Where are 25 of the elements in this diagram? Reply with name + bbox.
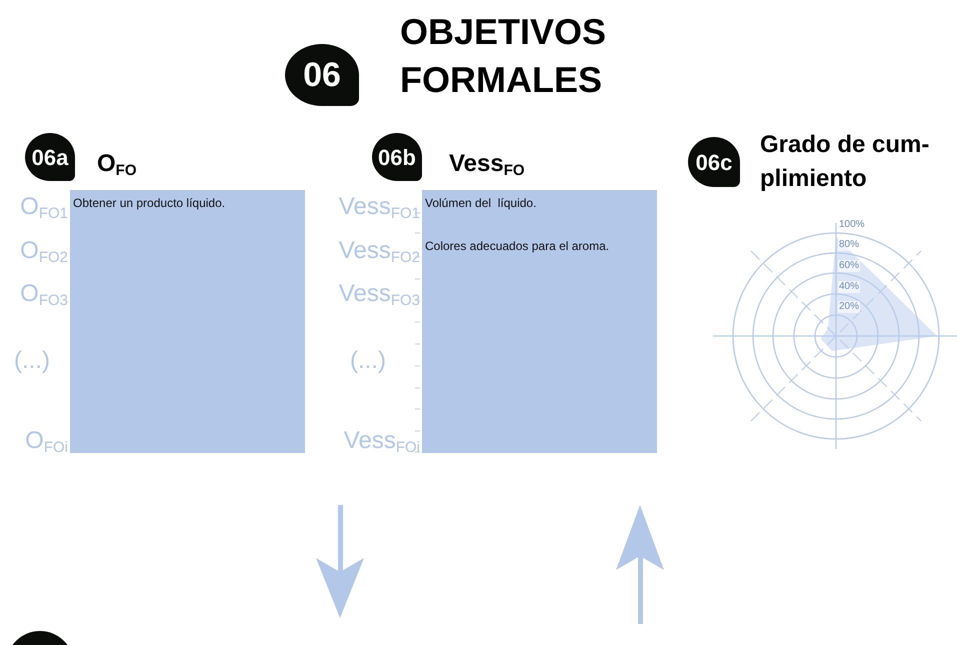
row-label: (...) [14, 346, 50, 376]
objective-text: Obtener un producto líquido. [73, 196, 226, 210]
row-label: Vess$_{FO3}$ [338, 279, 420, 309]
number-badge: 06a [25, 133, 75, 181]
objective-text: Colores adecuados para el aroma. [425, 239, 610, 253]
number-badge: 06b [372, 133, 422, 181]
row-label: Vess$_{FO1}$ [338, 192, 420, 222]
row-label: Vess$_{FOi}$ [344, 426, 420, 456]
row-label: O$_{FO3}$ [20, 279, 68, 309]
row-label: O$_{FOi}$ [25, 426, 68, 456]
objective-text: Volúmen del líquido. [425, 196, 538, 210]
title: OBJETIVOS FORMALES [400, 10, 608, 102]
row-label: O$_{FO2}$ [20, 236, 68, 266]
axis-tick-label: 60% [838, 260, 860, 272]
axis-tick-label: 20% [838, 301, 860, 313]
section-heading: Grado de cum- plimiento [760, 130, 930, 194]
section-heading: O$_{FO}$ [97, 149, 137, 181]
number-badge: 06c [688, 137, 740, 187]
row-label: Vess$_{FO2}$ [338, 236, 420, 266]
number-badge: 06 [285, 44, 359, 106]
axis-tick-label: 80% [838, 239, 860, 251]
section-heading: Vess$_{FO}$ [449, 149, 525, 181]
axis-tick-label: 40% [838, 281, 860, 293]
row-label: (...) [350, 346, 386, 376]
row-label: O$_{FO1}$ [20, 192, 68, 222]
